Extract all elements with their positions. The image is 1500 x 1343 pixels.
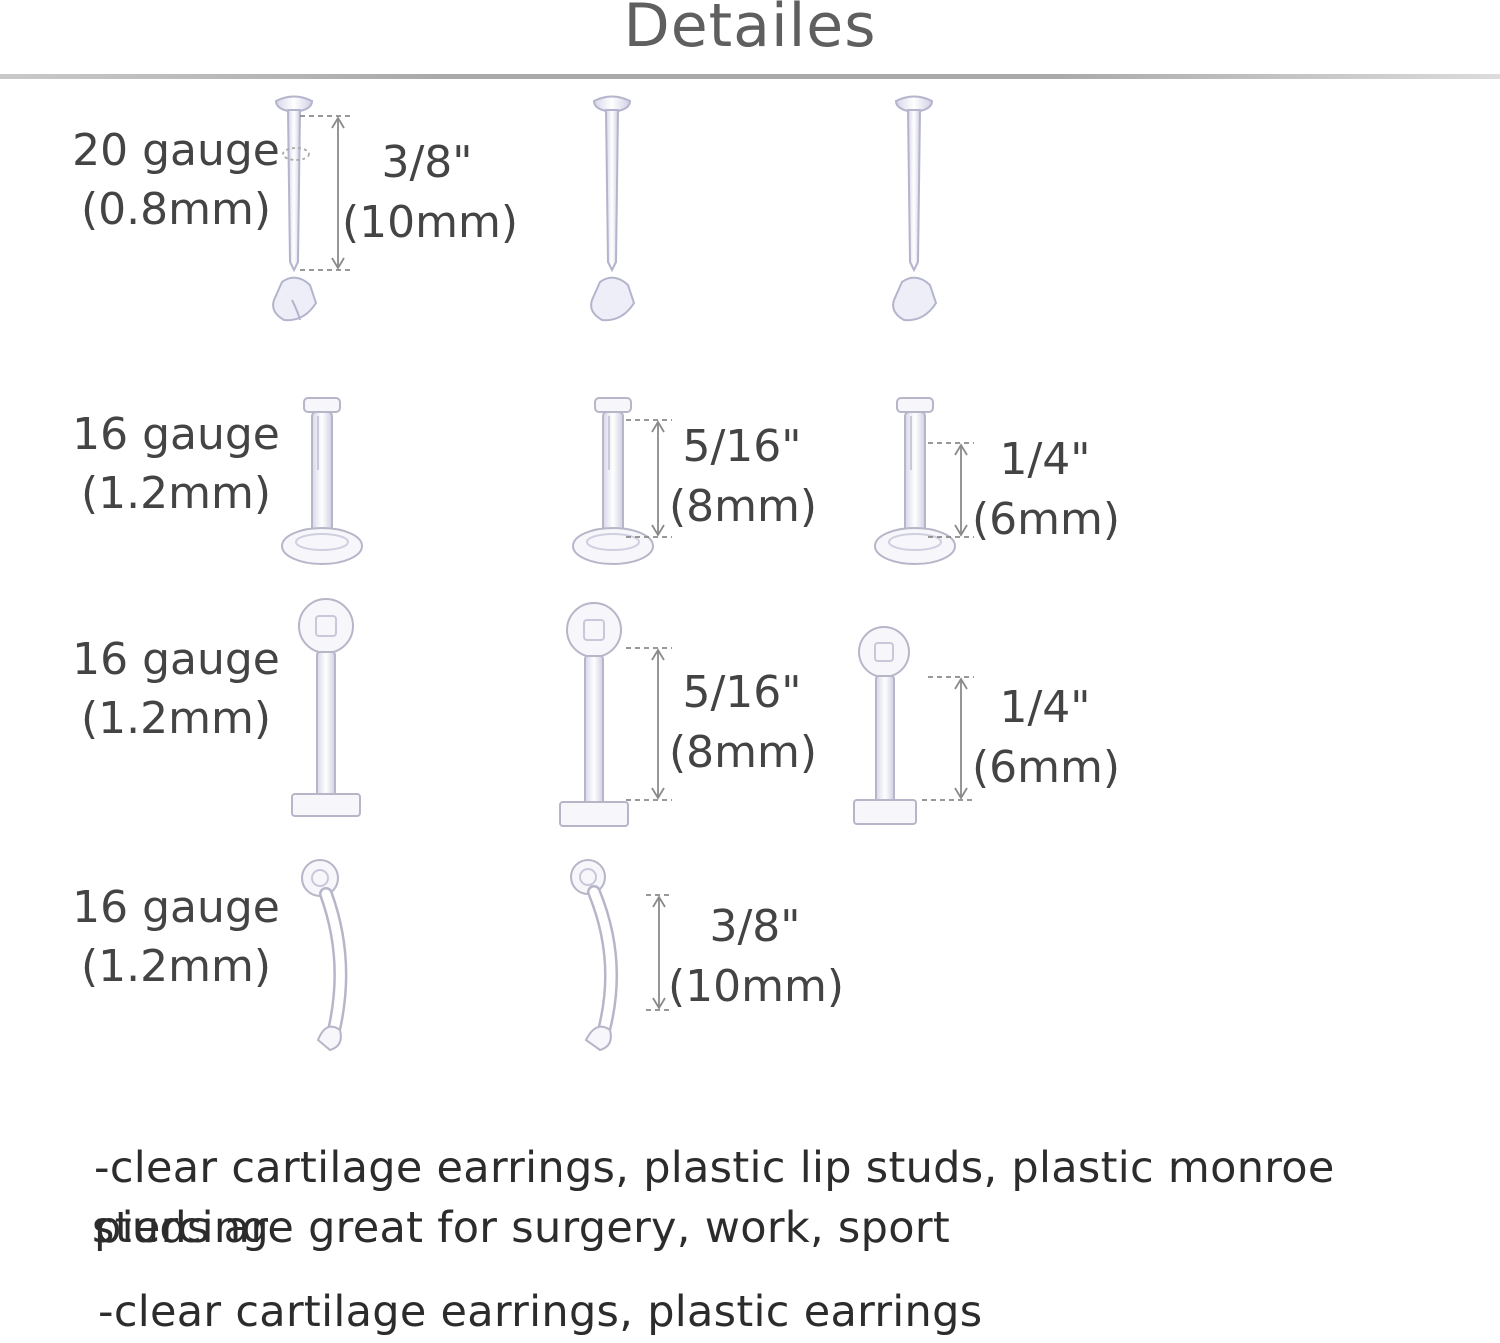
description-line-2: studs are great for surgery, work, sport	[92, 1203, 950, 1253]
dim-metric-row2-b: (6mm)	[972, 494, 1121, 545]
dim-metric-row3-b: (6mm)	[972, 742, 1121, 793]
gauge-label-row4: 16 gauge	[72, 882, 280, 933]
dim-metric-row4: (10mm)	[668, 961, 845, 1012]
mm-label-row3: (1.2mm)	[80, 693, 272, 744]
labret-ball-16g-3	[853, 626, 917, 825]
mm-label-row2: (1.2mm)	[80, 468, 272, 519]
dimension-line-row3-a	[626, 647, 672, 801]
pin-stud-20g-1	[272, 95, 318, 322]
dim-fraction-row1: 3/8"	[381, 137, 473, 188]
page-title: Detailes	[623, 0, 877, 61]
gauge-label-row1: 20 gauge	[72, 125, 280, 176]
curved-barbell-16g-1	[301, 859, 348, 1052]
pin-stud-20g-2	[590, 95, 636, 322]
dim-fraction-row4: 3/8"	[709, 901, 801, 952]
description-line-1: -clear cartilage earrings, plastic lip s…	[94, 1143, 1335, 1253]
mm-label-row1: (0.8mm)	[80, 184, 272, 235]
pin-stud-20g-3	[892, 95, 938, 322]
curved-barbell-16g-2	[570, 859, 619, 1052]
gauge-label-row3: 16 gauge	[72, 634, 280, 685]
labret-flat-16g-3	[874, 397, 956, 565]
dim-fraction-row2-b: 1/4"	[999, 434, 1091, 485]
dim-metric-row1: (10mm)	[342, 197, 519, 248]
dim-fraction-row3-b: 1/4"	[999, 682, 1091, 733]
labret-ball-16g-2	[559, 602, 629, 827]
dimension-line-row1	[282, 115, 352, 271]
labret-flat-16g-1	[281, 397, 363, 565]
dimension-line-row2-a	[626, 419, 672, 538]
gauge-label-row2: 16 gauge	[72, 409, 280, 460]
dimension-line-row2-b	[928, 442, 974, 538]
dimension-line-row3-b	[922, 676, 974, 801]
labret-flat-16g-2	[572, 397, 654, 565]
dimension-line-row4	[646, 894, 672, 1011]
dim-metric-row3-a: (8mm)	[668, 727, 818, 778]
labret-ball-16g-1	[291, 598, 361, 817]
dim-fraction-row2-a: 5/16"	[682, 421, 802, 472]
mm-label-row4: (1.2mm)	[80, 941, 272, 992]
dim-fraction-row3-a: 5/16"	[682, 667, 802, 718]
description-line-3: -clear cartilage earrings, plastic earri…	[98, 1287, 983, 1337]
title-divider	[0, 74, 1500, 79]
dim-metric-row2-a: (8mm)	[668, 481, 818, 532]
